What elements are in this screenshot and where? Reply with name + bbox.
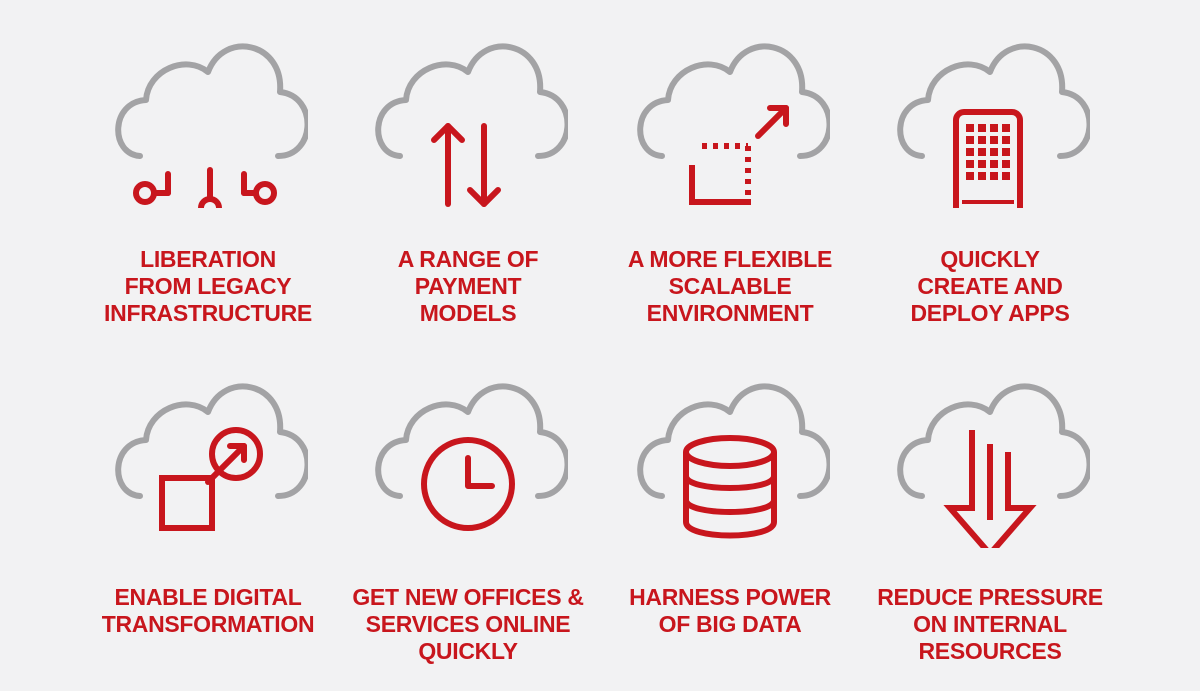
database-icon: [630, 368, 830, 548]
up-down-arrows-icon: [368, 28, 568, 208]
benefit-label: HARNESS POWER OF BIG DATA: [590, 584, 870, 638]
benefit-label-line: QUICKLY: [940, 246, 1040, 272]
benefit-label: REDUCE PRESSURE ON INTERNAL RESOURCES: [850, 584, 1130, 665]
expand-arrow-icon: [630, 28, 830, 208]
benefit-label-line: OF BIG DATA: [658, 611, 802, 637]
benefit-label: LIBERATION FROM LEGACY INFRASTRUCTURE: [68, 246, 348, 327]
benefit-label-line: DEPLOY APPS: [910, 300, 1070, 326]
benefit-label-line: CREATE AND: [917, 273, 1063, 299]
benefit-label: QUICKLY CREATE AND DEPLOY APPS: [850, 246, 1130, 327]
benefit-label: GET NEW OFFICES & SERVICES ONLINE QUICKL…: [328, 584, 608, 665]
benefit-label-line: SCALABLE: [668, 273, 792, 299]
benefit-label-line: LIBERATION: [140, 246, 276, 272]
benefit-label-line: RESOURCES: [918, 638, 1062, 664]
benefit-label-line: HARNESS POWER: [629, 584, 831, 610]
benefit-label-line: SERVICES ONLINE: [365, 611, 571, 637]
clock-icon: [368, 368, 568, 548]
benefit-label-line: ON INTERNAL: [913, 611, 1067, 637]
benefit-label-line: A RANGE OF: [397, 246, 539, 272]
transform-arrow-icon: [108, 368, 308, 548]
benefit-label-line: FROM LEGACY: [124, 273, 292, 299]
benefit-label-line: MODELS: [419, 300, 517, 326]
down-arrow-icon: [890, 368, 1090, 548]
benefit-label-line: GET NEW OFFICES &: [352, 584, 584, 610]
benefit-label-line: A MORE FLEXIBLE: [627, 246, 833, 272]
benefit-label: A RANGE OF PAYMENT MODELS: [328, 246, 608, 327]
benefit-label: A MORE FLEXIBLE SCALABLE ENVIRONMENT: [590, 246, 870, 327]
benefit-label-line: PAYMENT: [414, 273, 522, 299]
benefit-label-line: INFRASTRUCTURE: [104, 300, 312, 326]
benefit-label-line: TRANSFORMATION: [101, 611, 315, 637]
circuit-nodes-icon: [108, 28, 308, 208]
benefit-label-line: ENABLE DIGITAL: [114, 584, 302, 610]
mobile-apps-icon: [890, 28, 1090, 208]
benefit-label-line: ENVIRONMENT: [646, 300, 814, 326]
benefit-label: ENABLE DIGITAL TRANSFORMATION: [68, 584, 348, 638]
benefit-label-line: REDUCE PRESSURE: [877, 584, 1103, 610]
benefit-label-line: QUICKLY: [418, 638, 518, 664]
